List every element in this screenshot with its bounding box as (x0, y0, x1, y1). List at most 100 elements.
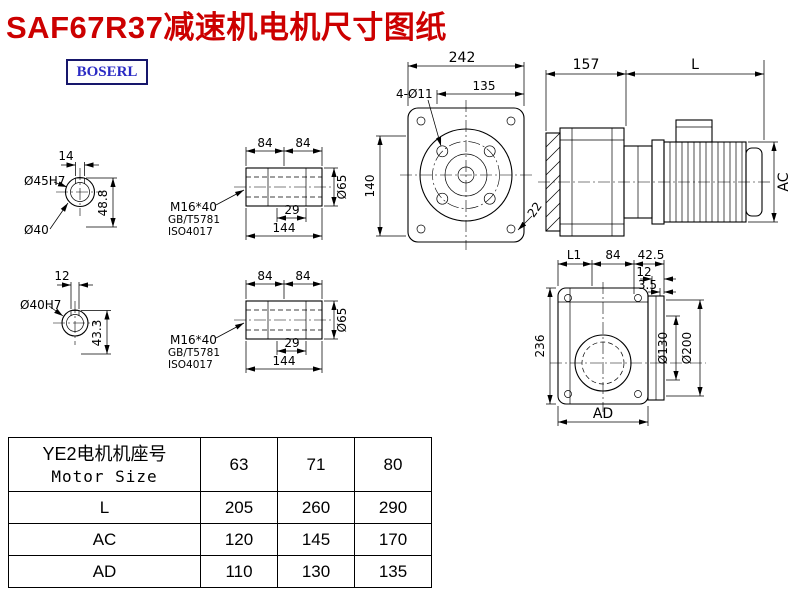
dim-text-3-5: 3.5 (638, 278, 657, 292)
value-L-63: 205 (200, 491, 278, 524)
value-AD-63: 110 (200, 555, 278, 588)
bolt-label-a: M16*40 (170, 200, 217, 214)
terminal-box (675, 119, 713, 143)
label-outer-dia-a: Ø40 (24, 202, 69, 237)
dim-text-total-a: 144 (273, 221, 296, 235)
dim-keyway-width-a: 14 (58, 149, 99, 176)
dim-text-total-b: 144 (273, 354, 296, 368)
table-row-AC: AC 120 145 170 (8, 523, 432, 556)
dim-keyway-width-b: 12 (54, 269, 93, 309)
view-hollow-shaft-a: 84 84 29 144 Ø65 (168, 136, 349, 240)
page-title: SAF67R37减速机电机尺寸图纸 (6, 10, 447, 45)
view-side-assembly: 157 L AC (538, 57, 792, 237)
dim-text-22: 22 (525, 199, 545, 220)
motor-size-label-cn: YE2电机机座号 (42, 444, 167, 465)
dim-output-L1: L1 (557, 248, 593, 286)
label-bolt-holes: 4-Ø11 (396, 87, 442, 147)
value-AC-80: 170 (354, 523, 432, 556)
value-AC-63: 120 (200, 523, 278, 556)
dim-shaft-a-total: 144 (245, 208, 323, 240)
dim-output-84: 84 (592, 248, 635, 294)
table-header-row: YE2电机机座号 Motor Size 63 71 80 (8, 437, 432, 492)
bolt-label-b: M16*40 (170, 333, 217, 347)
dim-shaft-b-total: 144 (245, 341, 323, 373)
label-shaft-a-bolt: M16*40 GB/T5781 ISO4017 (168, 189, 245, 238)
dim-text-200: Ø200 (680, 332, 694, 364)
dim-text-keyway-a: 14 (58, 149, 73, 163)
dim-text-AD: AD (593, 406, 613, 422)
dim-side-157: 157 (545, 57, 627, 131)
dim-text-len1-a: 84 (257, 136, 272, 150)
dim-front-bolt-span: 135 (436, 79, 524, 104)
dim-text-dia-b: Ø65 (335, 308, 349, 333)
view-shaft-end-b: 12 Ø40H7 43.3 (20, 269, 111, 355)
dim-text-len1-b: 84 (257, 269, 272, 283)
table-row-L: L 205 260 290 (8, 491, 432, 524)
label-bore-b: Ø40H7 (20, 298, 64, 317)
value-AD-80: 135 (354, 555, 432, 588)
dim-side-AC: AC (748, 141, 792, 223)
std-iso-label-a: ISO4017 (168, 226, 213, 238)
std-iso-label-b: ISO4017 (168, 359, 213, 371)
dim-text-157: 157 (573, 57, 600, 73)
dim-shaft-b-lengths: 84 84 (245, 269, 323, 299)
view-gearbox-front: 242 135 4-Ø11 140 22 (363, 50, 545, 250)
dim-text-L1: L1 (567, 248, 581, 262)
view-hollow-shaft-b: 84 84 29 144 Ø65 (168, 269, 349, 373)
dim-front-corner: 22 (517, 199, 545, 231)
dim-front-height: 140 (363, 135, 406, 237)
dim-shaft-b-dia: Ø65 (324, 300, 349, 340)
table-row-AD: AD 110 130 135 (8, 555, 432, 588)
dim-text-key-height-b: 43.3 (90, 320, 104, 347)
dim-text-42-5: 42.5 (638, 248, 665, 262)
dim-text-135: 135 (473, 79, 496, 93)
dim-output-AD: AD (557, 406, 649, 426)
outer-dia-label-a: Ø40 (24, 223, 49, 237)
motor-dimension-table: YE2电机机座号 Motor Size 63 71 80 L 205 260 2… (8, 437, 432, 588)
dim-side-L: L (626, 57, 765, 140)
view-output-flange: L1 84 42.5 12 3.5 (533, 248, 706, 426)
bore-label-a: Ø45H7 (24, 174, 65, 188)
row-label-L: L (8, 491, 201, 524)
brand-logo: BOSERL (66, 59, 148, 85)
motor-size-header-cell: YE2电机机座号 Motor Size (8, 437, 201, 492)
std-gb-label-a: GB/T5781 (168, 214, 220, 226)
dim-front-width: 242 (407, 50, 525, 106)
dim-text-keyway-b: 12 (54, 269, 69, 283)
dim-text-L: L (691, 57, 699, 73)
dim-text-dia-a: Ø65 (335, 175, 349, 200)
dim-key-height-a: 48.8 (86, 177, 117, 228)
value-AD-71: 130 (277, 555, 355, 588)
dim-text-key-height-a: 48.8 (96, 190, 110, 217)
dim-text-29-b: 29 (284, 336, 299, 350)
label-bore-a: Ø45H7 (24, 174, 68, 188)
bore-label-b: Ø40H7 (20, 298, 61, 312)
dim-text-29-a: 29 (284, 203, 299, 217)
size-col-71: 71 (277, 437, 355, 492)
dim-text-output-84: 84 (605, 248, 620, 262)
bolt-holes-label: 4-Ø11 (396, 87, 433, 101)
label-shaft-b-bolt: M16*40 GB/T5781 ISO4017 (168, 322, 245, 371)
dim-output-height: 236 (533, 287, 556, 405)
dim-shaft-a-lengths: 84 84 (245, 136, 323, 166)
dim-key-height-b: 43.3 (81, 310, 111, 355)
std-gb-label-b: GB/T5781 (168, 347, 220, 359)
dim-text-242: 242 (449, 50, 476, 66)
output-bore-circle (574, 334, 632, 392)
dim-text-130: Ø130 (656, 332, 670, 364)
dim-shaft-a-dia: Ø65 (324, 167, 349, 207)
dim-text-140: 140 (363, 175, 377, 198)
fan-cover (745, 147, 763, 217)
dim-shaft-a-29: 29 (276, 203, 307, 222)
dim-output-flange-dia: Ø200 (666, 299, 704, 397)
value-L-80: 290 (354, 491, 432, 524)
value-L-71: 260 (277, 491, 355, 524)
row-label-AC: AC (8, 523, 201, 556)
view-shaft-end-a: 14 Ø45H7 48.8 Ø40 (24, 149, 117, 237)
dim-text-AC: AC (776, 172, 792, 191)
size-col-63: 63 (200, 437, 278, 492)
dim-text-236: 236 (533, 335, 547, 358)
size-col-80: 80 (354, 437, 432, 492)
